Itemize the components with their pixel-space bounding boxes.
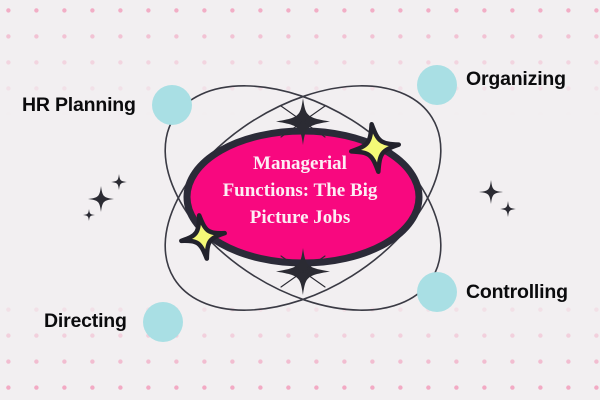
sparkle-right-a-icon — [479, 180, 503, 204]
label-hr-planning: HR Planning — [22, 94, 136, 116]
node-hr-planning[interactable] — [152, 85, 192, 125]
sparkle-yellow-left-icon — [179, 213, 227, 261]
label-directing: Directing — [44, 310, 127, 332]
node-organizing[interactable] — [417, 65, 457, 105]
sparkle-yellow-top-right-icon — [348, 121, 402, 175]
label-controlling: Controlling — [466, 281, 568, 303]
sparkle-left-b-icon — [111, 174, 127, 190]
sparkle-left-c-icon — [83, 209, 95, 221]
node-controlling[interactable] — [417, 272, 457, 312]
sparkle-left-a-icon — [88, 186, 114, 212]
sparkle-right-b-icon — [500, 201, 516, 217]
orbit-ellipse-a — [164, 85, 442, 311]
node-directing[interactable] — [143, 302, 183, 342]
label-organizing: Organizing — [466, 68, 566, 90]
